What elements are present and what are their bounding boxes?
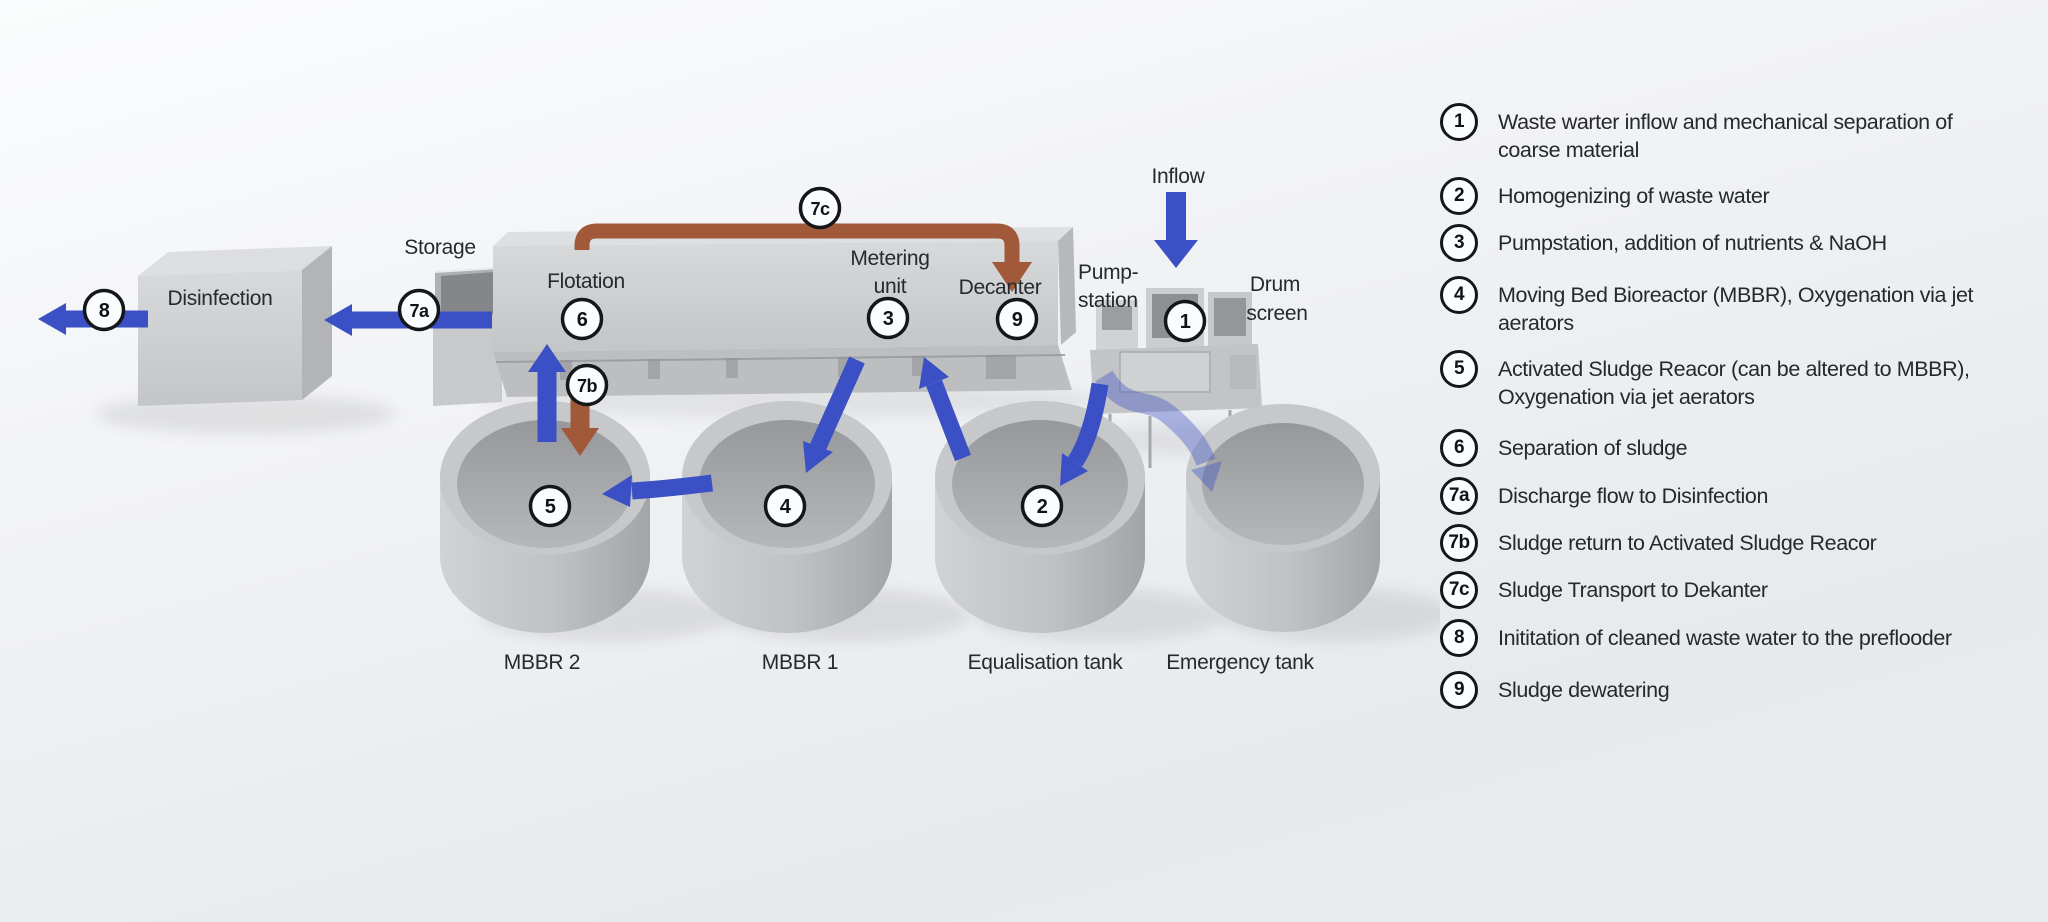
arrow-inflow — [1154, 192, 1198, 268]
legend-badge-9: 9 — [1440, 671, 1478, 709]
label-mbbr1: MBBR 1 — [762, 651, 838, 674]
legend-item: 9 Sludge dewatering — [1440, 671, 1998, 709]
label-flotation: Flotation — [547, 270, 625, 293]
arrow-building-to-mbbr1 — [803, 356, 865, 473]
legend-item: 7b Sludge return to Activated Sludge Rea… — [1440, 524, 1998, 562]
legend-text-2: Homogenizing of waste water — [1498, 184, 1770, 208]
label-pump-station: Pump- — [1078, 261, 1139, 284]
label-storage: Storage — [404, 236, 475, 259]
legend-badge-6: 6 — [1440, 429, 1478, 467]
label-metering-unit-line2: unit — [874, 275, 907, 298]
legend-item: 8 Inititation of cleaned waste water to … — [1440, 619, 1998, 657]
marker-7c-label: 7c — [810, 199, 830, 219]
legend-text-7c: Sludge Transport to Dekanter — [1498, 578, 1768, 602]
legend-badge-7a: 7a — [1440, 477, 1478, 515]
legend-badge-2: 2 — [1440, 177, 1478, 215]
marker-7a-label: 7a — [409, 301, 430, 321]
label-decanter: Decanter — [959, 276, 1042, 299]
arrow-mbbr1-to-mbbr2 — [602, 474, 714, 507]
sludge-pipe-7c — [574, 223, 1032, 292]
marker-8-label: 8 — [99, 300, 110, 322]
legend-text-1: Waste warter inflow and mechanical separ… — [1498, 110, 1953, 162]
marker-6: 6 — [560, 297, 604, 341]
marker-5: 5 — [528, 484, 572, 528]
disinfection-building — [138, 246, 332, 406]
marker-4: 4 — [763, 484, 807, 528]
marker-4-label: 4 — [780, 496, 792, 518]
plant-diagram: 8 7a 6 7b 7c 3 — [38, 165, 1440, 674]
tank-emergency — [1186, 404, 1380, 632]
marker-2-label: 2 — [1037, 496, 1048, 518]
marker-5-label: 5 — [545, 496, 556, 518]
legend-item: 4 Moving Bed Bioreactor (MBBR), Oxygenat… — [1440, 276, 1998, 337]
marker-3: 3 — [866, 296, 910, 340]
label-equalisation-tank: Equalisation tank — [968, 651, 1124, 674]
legend: 1 Waste warter inflow and mechanical sep… — [1440, 0, 2020, 922]
diagram-markers: 8 7a 6 7b 7c 3 — [82, 186, 1207, 528]
arrow-pump-to-equalisation — [1060, 382, 1109, 486]
legend-badge-4: 4 — [1440, 276, 1478, 314]
arrow-equalisation-to-metering — [919, 357, 971, 462]
marker-1-label: 1 — [1180, 311, 1191, 333]
diagram-labels: Inflow Storage Disinfection Flotation Me… — [168, 165, 1315, 674]
label-metering-unit: Metering — [850, 247, 929, 270]
legend-item: 6 Separation of sludge — [1440, 429, 1998, 467]
legend-text-8: Inititation of cleaned waste water to th… — [1498, 626, 1952, 650]
arrow-tank5-to-flotation — [528, 344, 566, 442]
marker-1: 1 — [1163, 299, 1207, 343]
marker-9-label: 9 — [1012, 309, 1023, 331]
legend-text-9: Sludge dewatering — [1498, 678, 1670, 702]
marker-7b-label: 7b — [577, 376, 598, 396]
label-inflow: Inflow — [1151, 165, 1205, 188]
label-emergency-tank: Emergency tank — [1166, 651, 1314, 674]
legend-badge-1: 1 — [1440, 103, 1478, 141]
legend-badge-5: 5 — [1440, 350, 1478, 388]
legend-badge-3: 3 — [1440, 224, 1478, 262]
legend-text-6: Separation of sludge — [1498, 436, 1688, 460]
legend-item: 7a Discharge flow to Disinfection — [1440, 477, 1998, 515]
marker-7c: 7c — [798, 186, 842, 230]
flow-arrows — [38, 192, 1222, 507]
legend-text-7b: Sludge return to Activated Sludge Reacor — [1498, 531, 1877, 555]
marker-7a: 7a — [397, 288, 441, 332]
marker-9: 9 — [995, 297, 1039, 341]
legend-item: 7c Sludge Transport to Dekanter — [1440, 571, 1998, 609]
legend-item: 5 Activated Sludge Reacor (can be altere… — [1440, 350, 1998, 411]
legend-badge-7b: 7b — [1440, 524, 1478, 562]
marker-7b: 7b — [565, 363, 609, 407]
label-disinfection: Disinfection — [168, 287, 273, 310]
label-mbbr2: MBBR 2 — [504, 651, 580, 674]
storage-container — [433, 267, 502, 406]
legend-text-4: Moving Bed Bioreactor (MBBR), Oxygenatio… — [1498, 283, 1974, 335]
marker-3-label: 3 — [883, 308, 894, 330]
marker-6-label: 6 — [577, 309, 588, 331]
legend-text-7a: Discharge flow to Disinfection — [1498, 484, 1769, 508]
legend-text-3: Pumpstation, addition of nutrients & NaO… — [1498, 231, 1887, 255]
label-pump-station-line2: station — [1078, 289, 1138, 312]
arrow-pump-to-emergency — [1095, 370, 1222, 492]
legend-text-5: Activated Sludge Reacor (can be altered … — [1498, 357, 1970, 409]
legend-badge-7c: 7c — [1440, 571, 1478, 609]
legend-item: 2 Homogenizing of waste water — [1440, 177, 1998, 215]
label-drum-screen-line2: screen — [1246, 302, 1307, 325]
label-drum-screen: Drum — [1250, 273, 1300, 296]
legend-item: 3 Pumpstation, addition of nutrients & N… — [1440, 224, 1998, 262]
marker-8: 8 — [82, 288, 126, 332]
legend-item: 1 Waste warter inflow and mechanical sep… — [1440, 103, 1998, 164]
legend-badge-8: 8 — [1440, 619, 1478, 657]
marker-2: 2 — [1020, 484, 1064, 528]
